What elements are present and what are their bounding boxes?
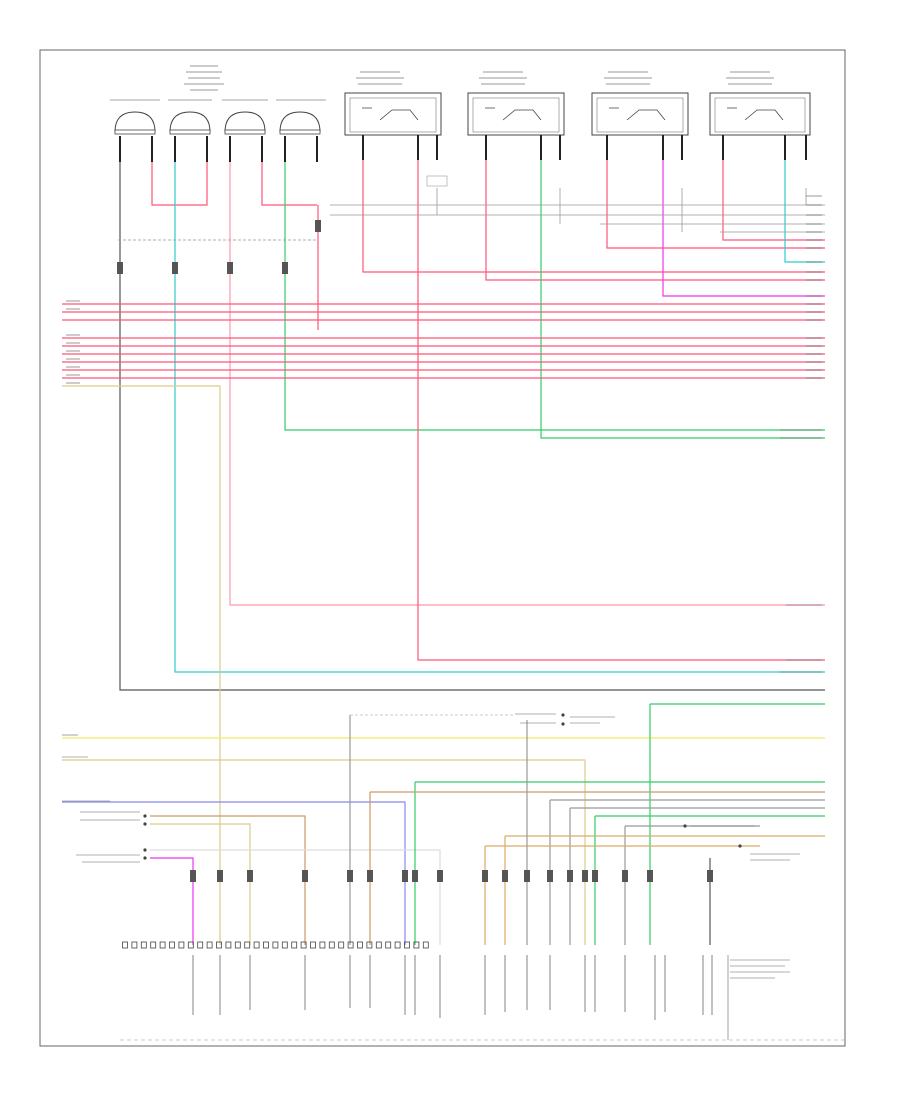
connector-pin: [244, 941, 251, 949]
left-wire-labels: [66, 300, 80, 384]
connector-pin: [169, 941, 175, 949]
connector-pin: [197, 941, 204, 949]
sensor-cluster-label: [184, 65, 224, 91]
pink-bus: [62, 303, 825, 379]
switch-module-1: [344, 71, 448, 187]
connector-pin: [291, 941, 298, 949]
connector-pin: [122, 941, 128, 949]
connector-pin: [131, 941, 138, 949]
connector-pin: [328, 941, 335, 949]
connector-pin: [281, 941, 288, 949]
connector-pin: [263, 941, 269, 949]
connector-pin: [319, 941, 326, 949]
connector-pin: [422, 941, 429, 949]
bottom-connector: [122, 941, 429, 949]
connector-pin: [234, 941, 241, 949]
switch-module-2: [467, 71, 565, 160]
connector-pin: [187, 941, 194, 949]
connector-pin: [140, 941, 147, 949]
pin-labels: [192, 955, 713, 1020]
connector-pin: [225, 941, 232, 949]
connector-pin: [385, 941, 392, 949]
upper-wires: [118, 160, 825, 691]
lower-component-labels: [143, 713, 742, 860]
connector-pin: [310, 941, 316, 949]
connector-pin: [404, 941, 410, 949]
upper-wire-connectors: [117, 220, 321, 274]
sensor-3-symbol: [224, 111, 266, 135]
connector-pin: [216, 941, 222, 949]
connector-pin: [357, 941, 363, 949]
connector-pin: [366, 941, 373, 949]
connector-pin: [159, 941, 166, 949]
connector-pin: [150, 941, 157, 949]
connector-pin: [300, 941, 307, 949]
diagram-frame: [39, 49, 846, 1047]
lower-text-marks: [62, 713, 800, 863]
sensor-cluster-left: [110, 65, 326, 162]
connector-pin: [394, 941, 401, 949]
lower-wires: [62, 703, 825, 945]
connector-pin: [375, 941, 382, 949]
connector-pin: [413, 941, 420, 949]
pin-group-note: [727, 955, 790, 1040]
right-wire-labels: [780, 195, 822, 705]
connector-pin: [272, 941, 279, 949]
connector-pin: [338, 941, 345, 949]
lower-connector-markers: [190, 870, 713, 882]
sensor-2-symbol: [169, 111, 211, 135]
connector-pin: [253, 941, 260, 949]
connector-pin: [178, 941, 185, 949]
connector-pin: [206, 941, 213, 949]
switch-module-4: [709, 71, 811, 160]
tan-wire-drop: [62, 385, 221, 945]
switch-module-3: [591, 71, 689, 160]
sensor-4-symbol: [279, 111, 321, 135]
connector-pin: [347, 941, 354, 949]
sensor-1-symbol: [114, 111, 156, 135]
